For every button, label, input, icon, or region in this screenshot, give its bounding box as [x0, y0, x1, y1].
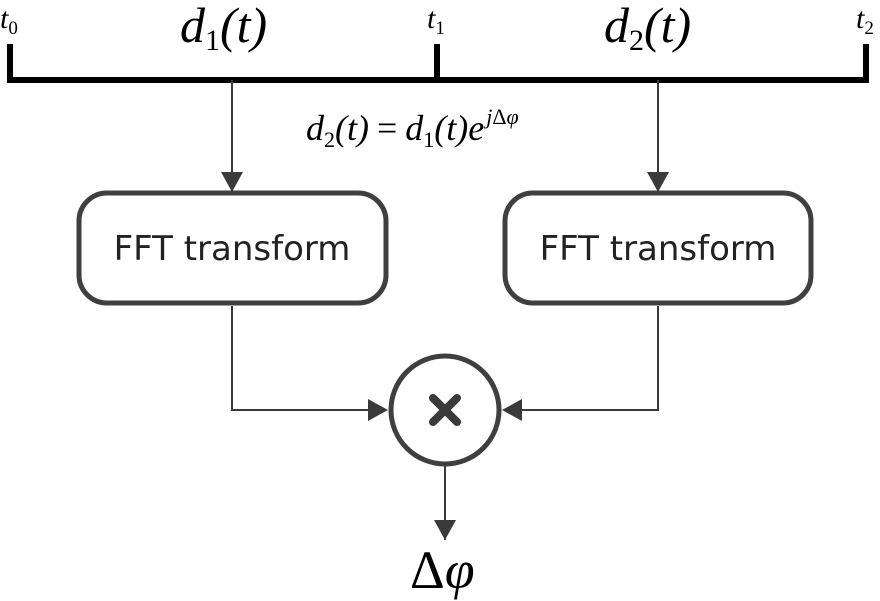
- arrowhead-output: [434, 520, 456, 540]
- left-fft-label: FFT transform: [114, 229, 351, 269]
- label-t0: t0: [0, 2, 18, 39]
- arrowhead-right-fft: [647, 172, 669, 192]
- output-delta-phi: Δφ: [410, 540, 475, 600]
- timeline: t0 t1 t2 d1(t) d2(t): [0, 0, 874, 83]
- multiplier-node: [388, 353, 502, 467]
- arrowhead-multiplier-right: [502, 399, 522, 421]
- connector-right-to-multiplier: [520, 306, 659, 411]
- arrowhead-left-fft: [221, 172, 243, 192]
- label-t2: t2: [856, 2, 874, 39]
- label-d2: d2(t): [604, 0, 691, 57]
- label-t1: t1: [427, 2, 445, 39]
- arrowhead-multiplier-left: [368, 399, 388, 421]
- left-fft-box: FFT transform: [76, 190, 389, 306]
- right-fft-box: FFT transform: [502, 190, 814, 306]
- label-d1: d1(t): [180, 0, 267, 57]
- connector-left-to-multiplier: [231, 306, 370, 411]
- right-fft-label: FFT transform: [540, 229, 777, 269]
- phase-equation: d2(t)=d1(t)ejΔφ: [306, 104, 519, 152]
- multiply-icon: [429, 394, 461, 426]
